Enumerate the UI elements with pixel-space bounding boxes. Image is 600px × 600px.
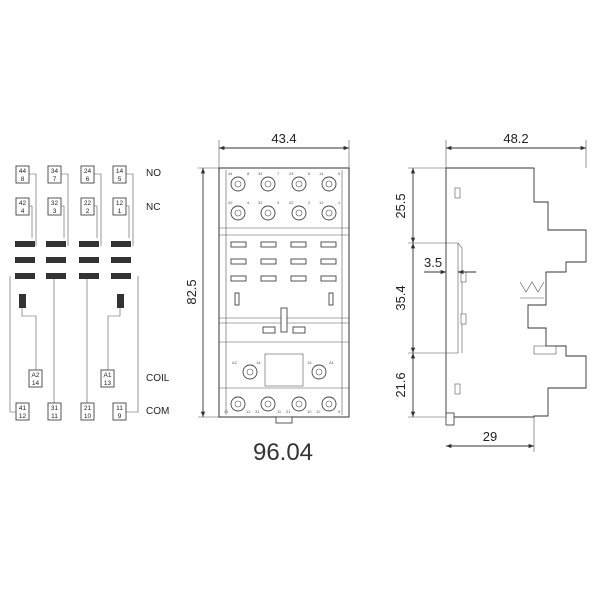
release-clip (275, 416, 293, 424)
contact-bar (79, 273, 99, 279)
terminal-41: 41 (19, 405, 27, 412)
contact-bar (46, 257, 66, 263)
terminal-row-second: 42 4 32 3 22 2 12 1 (228, 200, 341, 221)
tag-31: 31 (255, 409, 260, 414)
coil-symbol (117, 294, 124, 308)
relay-pin-slots (230, 241, 337, 334)
terminal-A1: A1 (104, 372, 112, 379)
dim-depth-side: 29 (483, 429, 497, 444)
tag-12: 12 (246, 409, 251, 414)
dim-width-front: 43.4 (271, 131, 296, 146)
label-nc: NC (146, 202, 160, 213)
tag-34: 34 (258, 171, 263, 176)
schematic-column-2: 34 7 32 3 31 11 (46, 165, 69, 421)
contact-bar (79, 241, 99, 247)
dim-top-side: 25.5 (393, 193, 408, 218)
terminal-11: 11 (51, 413, 58, 420)
schematic-column-4: 14 5 12 1 A1 13 11 9 (100, 165, 139, 421)
terminal-14: 14 (116, 168, 124, 175)
schematic-column-3: 24 6 22 2 21 10 (79, 165, 102, 421)
terminal-31: 31 (51, 405, 59, 412)
terminal-row-top: 44 8 34 7 24 6 14 5 (228, 171, 341, 192)
tag-14: 14 (256, 360, 261, 365)
dim-mid-side: 35.4 (393, 285, 408, 310)
tag-11b: 11 (316, 409, 321, 414)
terminal-2: 2 (86, 208, 90, 215)
tag-32: 32 (258, 200, 263, 205)
terminal-8: 8 (21, 176, 25, 183)
label-com: COM (146, 406, 169, 417)
tag-13: 13 (307, 360, 312, 365)
schematic-column-1: 44 8 42 4 A2 14 41 12 (9, 165, 43, 421)
tag-10: 10 (307, 409, 312, 414)
terminal-1: 1 (118, 208, 122, 215)
terminal-5: 5 (118, 176, 122, 183)
terminal-42: 42 (19, 200, 27, 207)
dim-bottom-side: 21.6 (393, 372, 408, 397)
side-outline (445, 167, 587, 418)
terminal-13: 13 (104, 380, 112, 387)
label-no: NO (146, 168, 161, 179)
tag-7: 7 (277, 171, 280, 176)
tag-1: 1 (338, 200, 341, 205)
tag-9: 9 (338, 409, 341, 414)
contact-bar (46, 241, 66, 247)
terminal-row-bottom: 41 12 31 11 21 10 11 9 (224, 396, 341, 414)
tag-11: 11 (277, 409, 282, 414)
tag-A1: A1 (329, 360, 335, 365)
terminal-44: 44 (19, 168, 27, 175)
terminal-22: 22 (84, 200, 92, 207)
tag-42: 42 (228, 200, 233, 205)
terminal-A2: A2 (32, 372, 40, 379)
tag-A2: A2 (232, 360, 238, 365)
tag-22: 22 (289, 200, 294, 205)
side-view: 48.2 25.5 35.4 21.6 3.5 29 (393, 131, 587, 452)
contact-bar (15, 273, 35, 279)
tag-2: 2 (308, 200, 311, 205)
contact-bar (79, 257, 99, 263)
dim-height-front: 82.5 (184, 279, 199, 304)
terminal-12: 12 (19, 413, 27, 420)
wiring-schematic: 44 8 42 4 A2 14 41 12 34 7 32 3 (9, 165, 170, 421)
dim-width-side: 48.2 (503, 131, 528, 146)
tag-4: 4 (247, 200, 250, 205)
tag-6: 6 (308, 171, 311, 176)
tag-24: 24 (289, 171, 294, 176)
tag-21: 21 (286, 409, 291, 414)
terminal-11: 11 (116, 405, 123, 412)
contact-bar (15, 257, 35, 263)
terminal-6: 6 (86, 176, 90, 183)
terminal-24: 24 (84, 168, 92, 175)
terminal-3: 3 (53, 208, 57, 215)
terminal-34: 34 (51, 168, 59, 175)
contact-bar (111, 241, 131, 247)
tag-14: 14 (319, 171, 324, 176)
coil-terminals: A2 14 13 A1 (232, 353, 335, 387)
contact-bar (111, 273, 131, 279)
tag-8: 8 (247, 171, 250, 176)
tag-41: 41 (224, 409, 229, 414)
contact-bar (111, 257, 131, 263)
terminal-9: 9 (118, 413, 122, 420)
dim-clip-side: 3.5 (424, 255, 442, 270)
terminal-7: 7 (53, 176, 57, 183)
coil-symbol (19, 294, 26, 308)
tag-12: 12 (319, 200, 324, 205)
terminal-10: 10 (84, 413, 92, 420)
socket-body (218, 167, 350, 418)
label-coil: COIL (146, 373, 170, 384)
terminal-32: 32 (51, 200, 59, 207)
contact-bar (46, 273, 66, 279)
terminal-14-coil: 14 (32, 380, 40, 387)
terminal-4: 4 (21, 208, 25, 215)
terminal-12-nc: 12 (116, 200, 124, 207)
tag-5: 5 (338, 171, 341, 176)
model-number: 96.04 (253, 439, 313, 466)
tag-44: 44 (228, 171, 233, 176)
tag-3: 3 (277, 200, 280, 205)
front-view: 43.4 82.5 44 8 34 7 24 6 14 5 (184, 131, 350, 466)
contact-bar (15, 241, 35, 247)
terminal-21: 21 (84, 405, 92, 412)
